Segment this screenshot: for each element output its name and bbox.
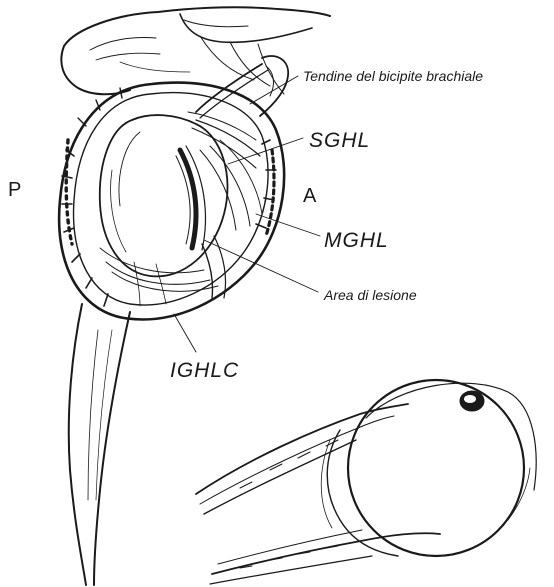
humeral-head-inset xyxy=(196,380,536,584)
label-mghl: MGHL xyxy=(324,230,389,251)
label-ighlc: IGHLC xyxy=(170,360,239,381)
label-sghl: SGHL xyxy=(309,130,370,151)
scapula-neck xyxy=(69,304,130,585)
label-posterior: P xyxy=(8,180,21,200)
glenohumeral-ligaments xyxy=(100,112,262,306)
label-biceps-tendon: Tendine del bicipite brachiale xyxy=(303,69,483,83)
label-lesion-area: Area di lesione xyxy=(324,288,417,302)
label-anterior: A xyxy=(303,186,316,206)
glenoid-fossa xyxy=(100,115,228,276)
coracoid-process xyxy=(260,56,288,116)
